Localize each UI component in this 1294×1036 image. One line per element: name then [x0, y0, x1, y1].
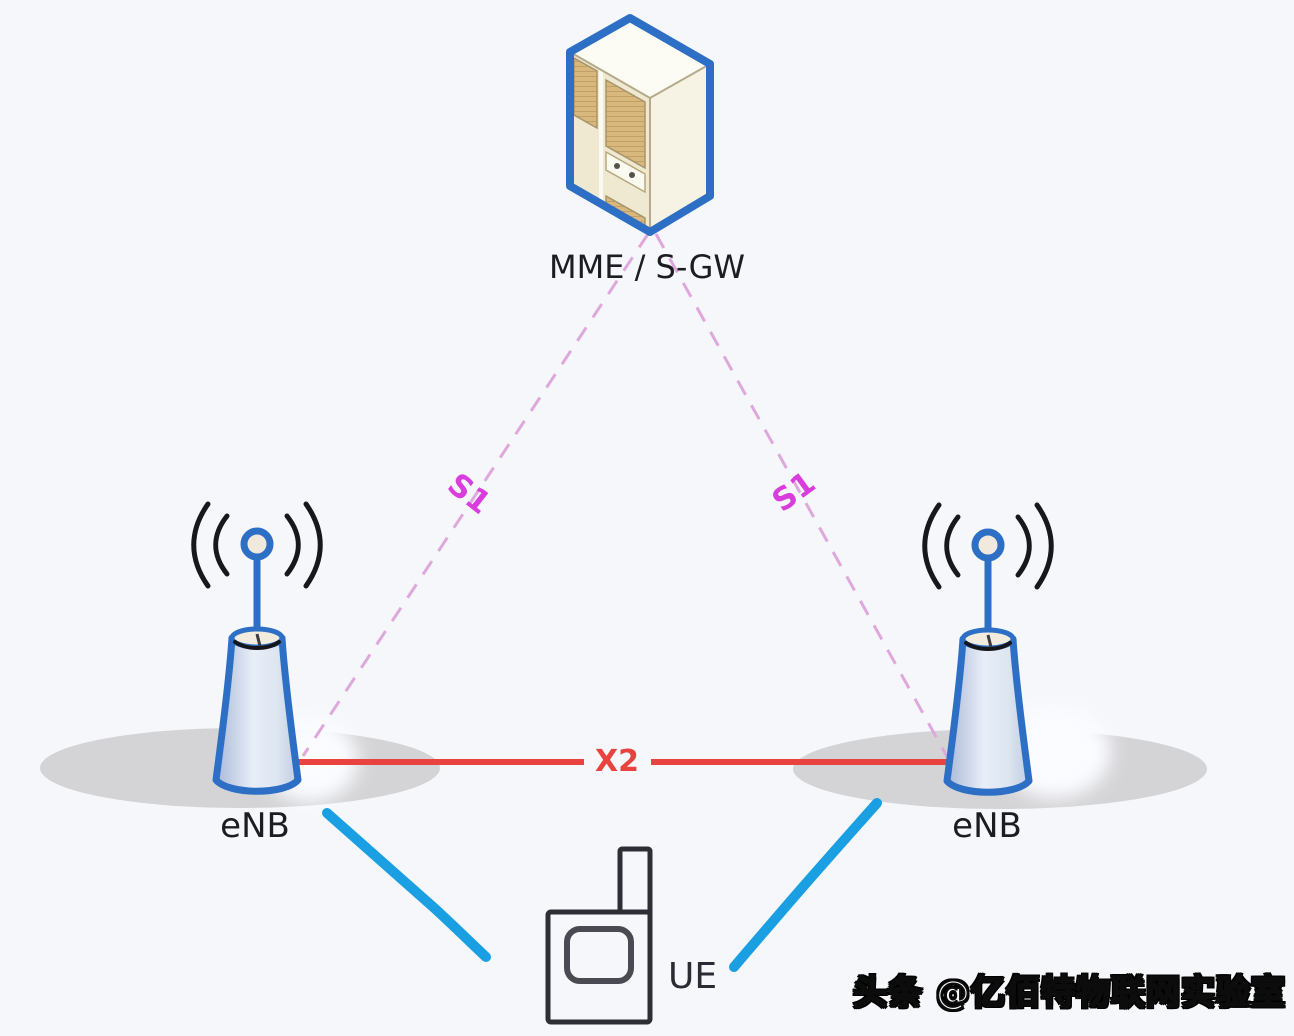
- mme-sgw-server-icon: [566, 14, 714, 236]
- enb-label-left: eNB: [220, 806, 290, 846]
- ue-phone-icon: [545, 846, 653, 1025]
- radio-link-right: [729, 798, 882, 972]
- mme-sgw-label: MME / S-GW: [548, 248, 746, 286]
- x2-label: X2: [594, 744, 639, 779]
- watermark-text: 头条 @亿佰特物联网实验室: [852, 972, 1286, 1014]
- s1-link-left: [301, 233, 650, 757]
- ue-label: UE: [668, 956, 718, 997]
- radio-link-left: [322, 808, 491, 962]
- enb-label-right: eNB: [952, 806, 1022, 846]
